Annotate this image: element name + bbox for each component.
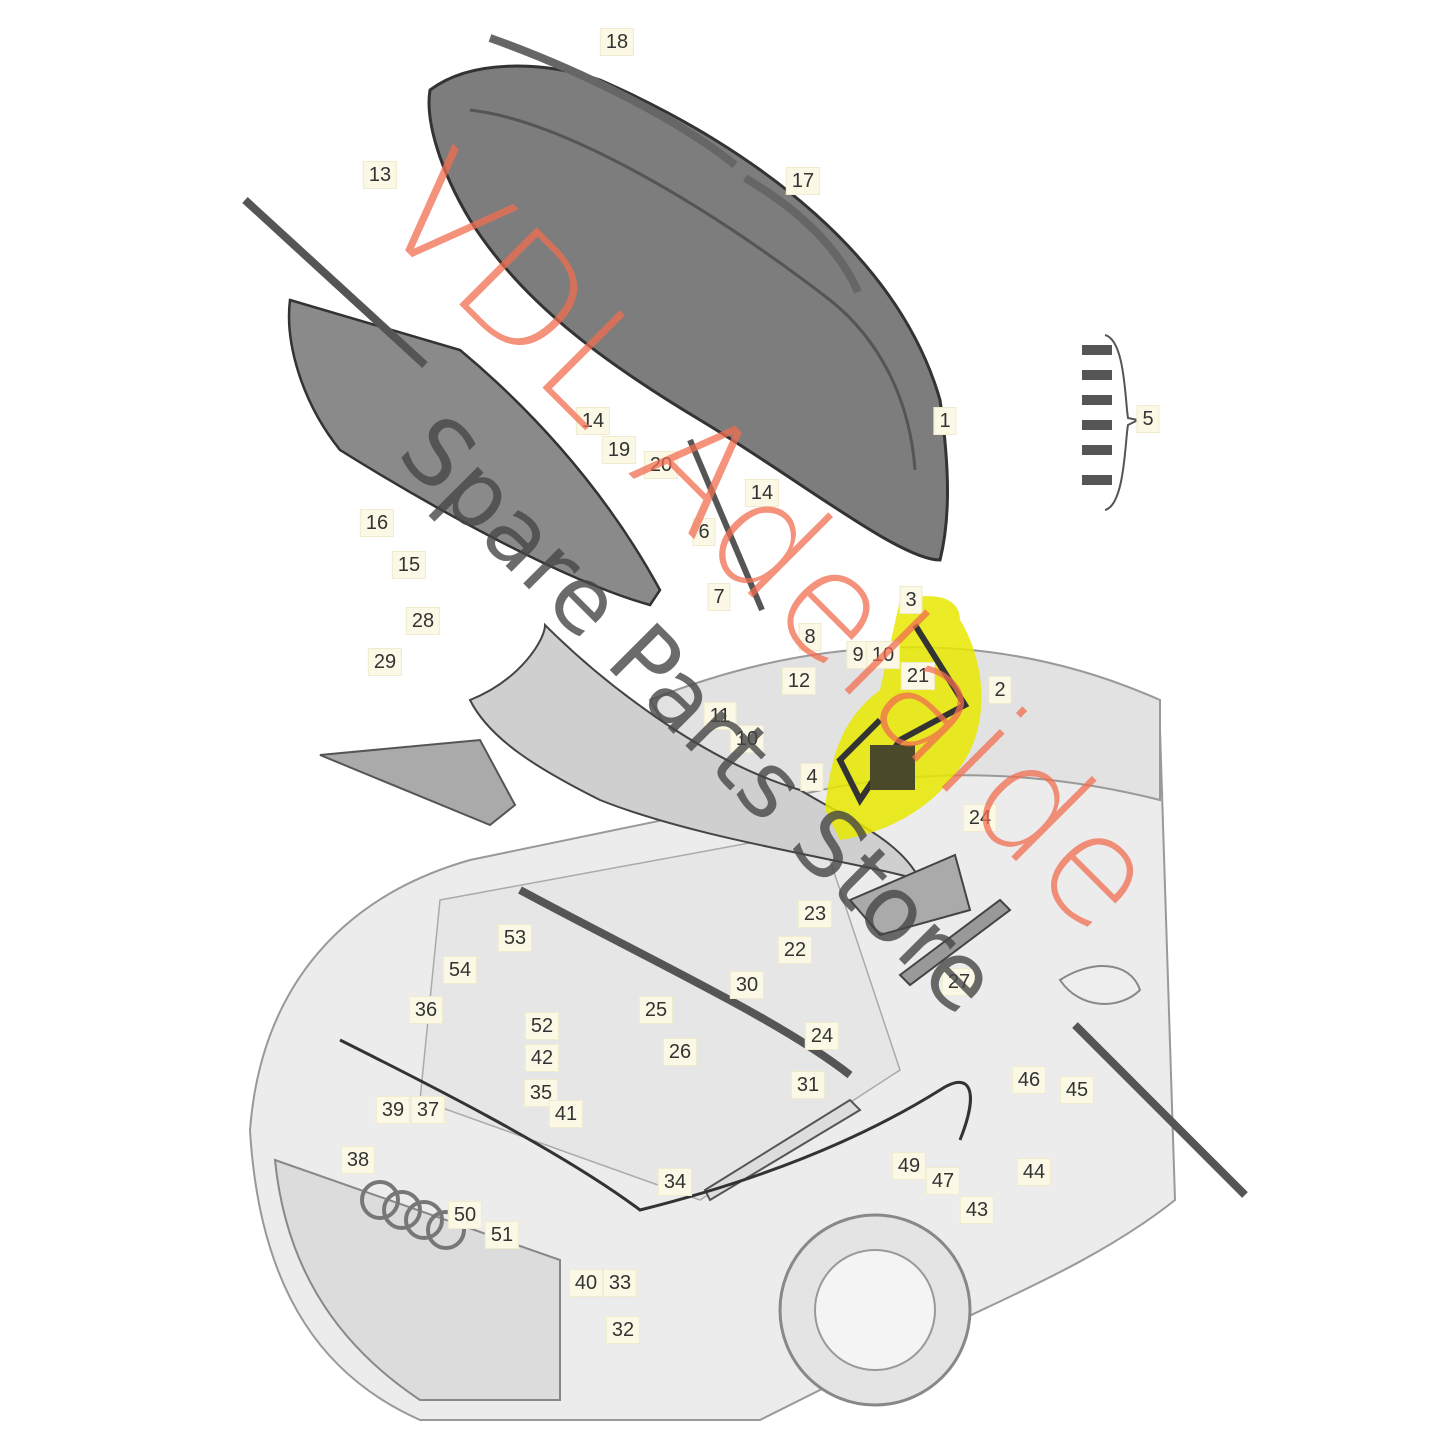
part-number-label: 6: [692, 518, 716, 546]
part-number-label: 7: [707, 583, 731, 611]
part-number-label: 24: [962, 804, 998, 832]
part-number-label: 1: [933, 407, 957, 435]
highlighted-wiper-part: [825, 596, 982, 840]
part-number-label: 36: [408, 996, 444, 1024]
part-number-label: 23: [797, 900, 833, 928]
seal-17: [742, 174, 862, 294]
part-number-label: 27: [941, 968, 977, 996]
part-number-label: 3: [899, 586, 923, 614]
gas-strut-6: [687, 438, 765, 612]
seal-18: [488, 34, 738, 169]
plenum-cover: [468, 622, 922, 882]
part-number-label: 54: [442, 956, 478, 984]
part-number-label: 4: [800, 763, 824, 791]
part-number-label: 9: [846, 641, 870, 669]
fasteners-5: [1082, 345, 1112, 485]
bonnet: [427, 64, 949, 562]
grille: [273, 1158, 561, 1401]
part-number-label: 32: [605, 1316, 641, 1344]
part-number-label: 41: [548, 1100, 584, 1128]
part-number-label: 5: [1136, 405, 1160, 433]
watermark-line: [242, 197, 428, 368]
part-number-label: 50: [447, 1201, 483, 1229]
part-number-label: 46: [1011, 1066, 1047, 1094]
part-number-label: 45: [1059, 1076, 1095, 1104]
part-number-label: 20: [643, 451, 679, 479]
part-number-label: 24: [804, 1022, 840, 1050]
part-number-label: 43: [959, 1196, 995, 1224]
part-number-label: 25: [638, 996, 674, 1024]
insulation-mat-15: [287, 298, 662, 607]
part-number-label: 10: [729, 725, 765, 753]
part-number-label: 38: [340, 1146, 376, 1174]
audi-rings: [360, 1180, 466, 1250]
part-number-label: 18: [599, 28, 635, 56]
part-number-label: 14: [744, 479, 780, 507]
part-number-label: 14: [575, 407, 611, 435]
bowden-cable: [339, 1038, 972, 1212]
strip-30: [518, 886, 853, 1079]
part-number-label: 30: [729, 971, 765, 999]
part-number-label: 16: [359, 509, 395, 537]
part-number-label: 8: [798, 623, 822, 651]
part-number-label: 42: [524, 1044, 560, 1072]
part-number-label: 15: [391, 551, 427, 579]
sealing-23: [848, 853, 972, 937]
strip-31: [703, 1098, 862, 1202]
part-number-label: 26: [662, 1038, 698, 1066]
part-number-label: 28: [405, 607, 441, 635]
part-number-label: 49: [891, 1152, 927, 1180]
sealing-27: [898, 898, 1012, 987]
part-number-label: 21: [900, 662, 936, 690]
part-number-label: 19: [601, 436, 637, 464]
part-number-label: 31: [790, 1071, 826, 1099]
part-number-label: 52: [524, 1012, 560, 1040]
part-number-label: 13: [362, 161, 398, 189]
part-number-label: 33: [602, 1269, 638, 1297]
part-number-label: 22: [777, 936, 813, 964]
part-number-label: 37: [410, 1096, 446, 1124]
part-number-label: 40: [568, 1269, 604, 1297]
part-number-label: 10: [865, 641, 901, 669]
part-number-label: 39: [375, 1096, 411, 1124]
part-number-label: 2: [988, 676, 1012, 704]
watermark-line: [1072, 1022, 1248, 1198]
part-number-label: 17: [785, 167, 821, 195]
part-number-label: 51: [484, 1221, 520, 1249]
part-number-label: 44: [1016, 1158, 1052, 1186]
part-number-label: 47: [925, 1167, 961, 1195]
mirror: [1058, 965, 1142, 1005]
cover-29: [319, 738, 517, 827]
part-number-label: 53: [497, 924, 533, 952]
part-number-label: 29: [367, 648, 403, 676]
part-number-label: 34: [657, 1168, 693, 1196]
part-number-label: 12: [781, 667, 817, 695]
